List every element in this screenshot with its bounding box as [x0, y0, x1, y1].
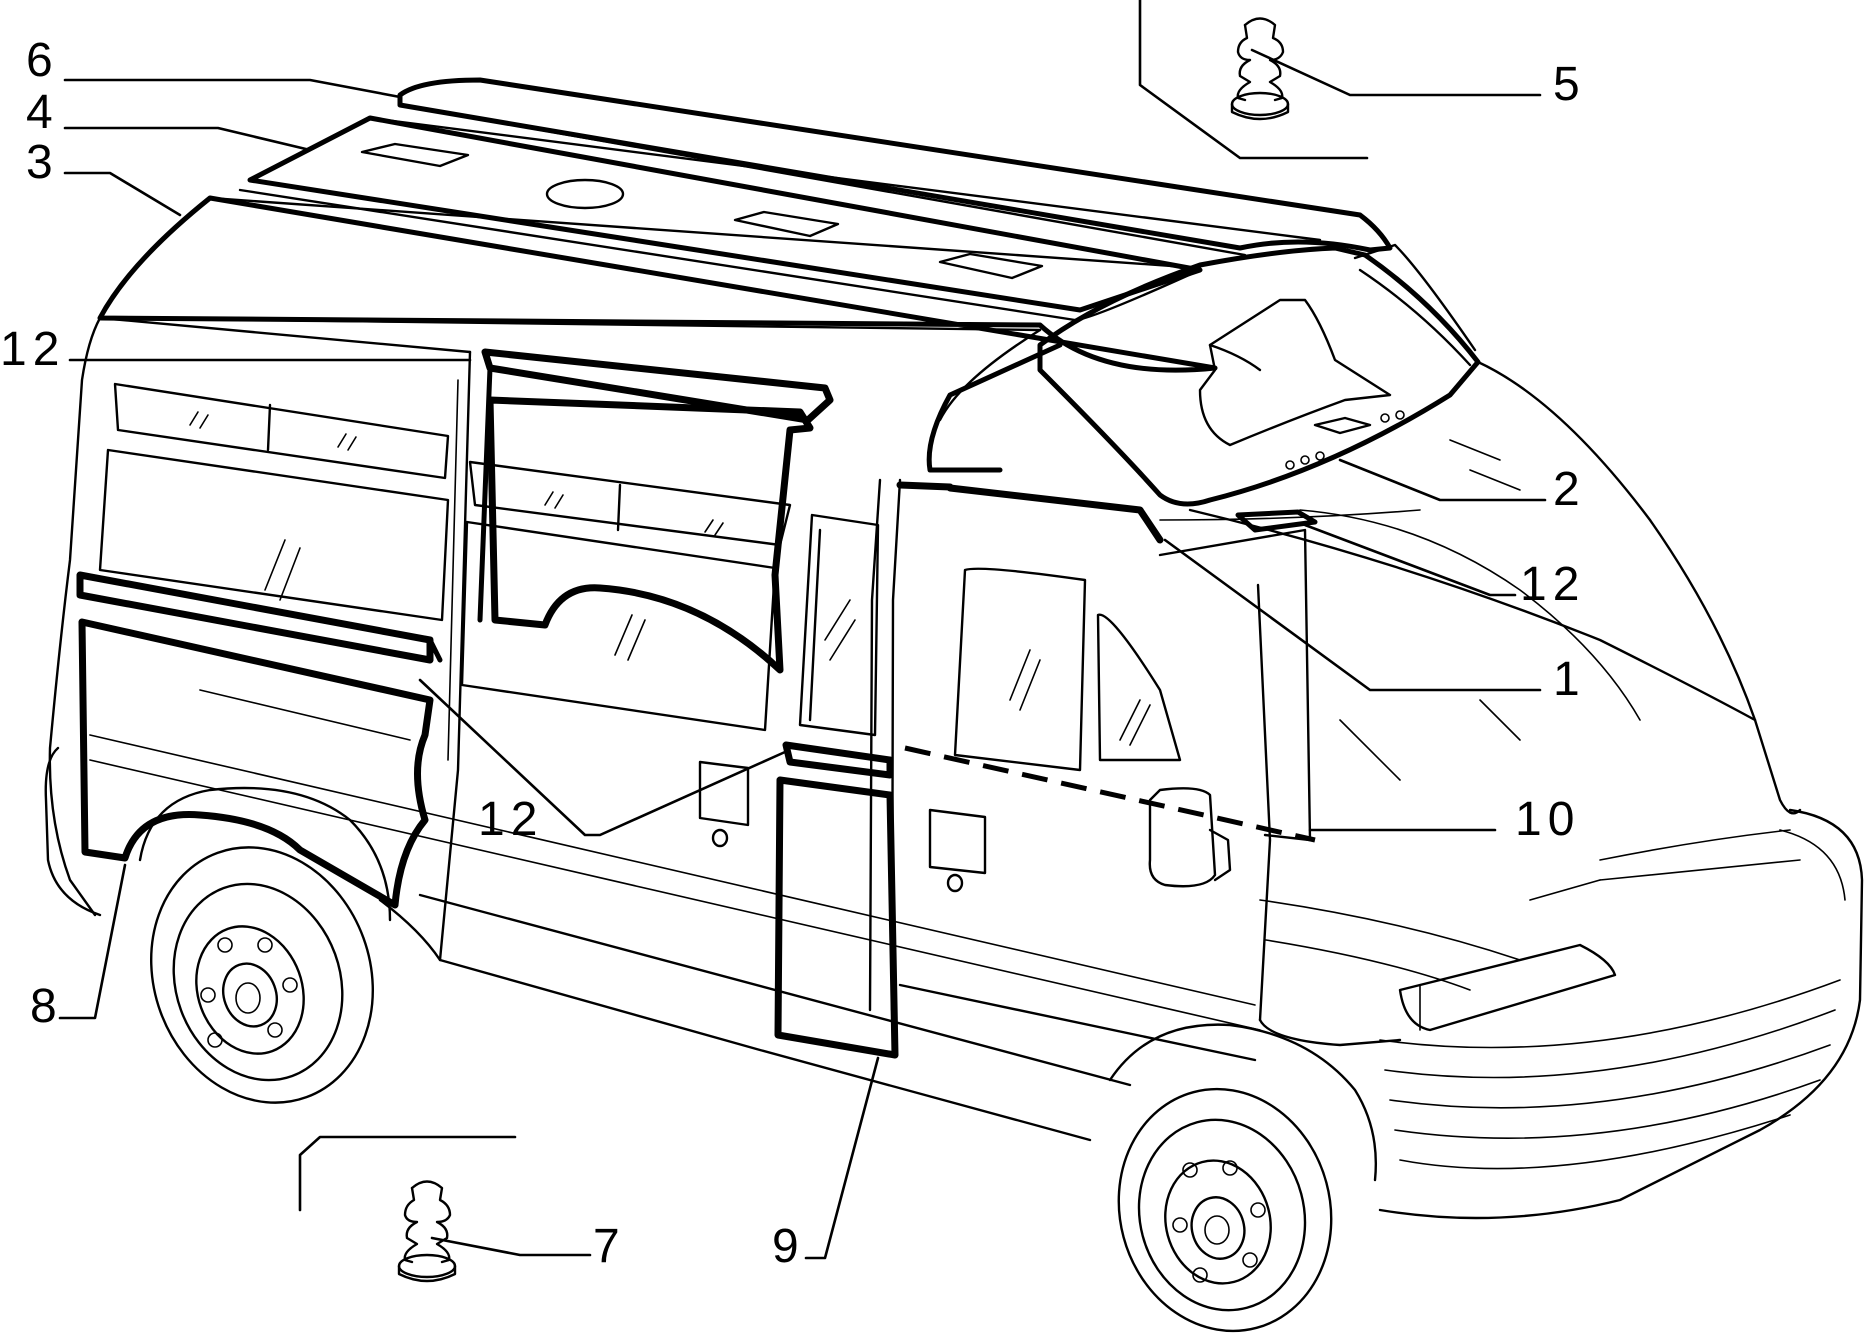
callout-6: 6	[26, 34, 59, 87]
callout-labels: 6 4 3 12 5 2 12 1 10 12 8 9 7	[0, 34, 1586, 1273]
roof-panels	[97, 77, 1481, 507]
callout-9: 9	[772, 1220, 805, 1273]
leader-12-right	[1303, 523, 1517, 597]
front-wheel	[1108, 1023, 1377, 1333]
leader-5	[1250, 48, 1542, 97]
callout-7: 7	[593, 1220, 626, 1273]
callout-10: 10	[1515, 793, 1580, 846]
leader-8	[58, 863, 127, 1020]
windows	[98, 382, 1521, 842]
callout-3: 3	[26, 136, 59, 189]
callout-12-right: 12	[1520, 558, 1585, 611]
callout-4: 4	[26, 86, 59, 139]
leader-12-bottom	[418, 678, 787, 837]
leader-9	[804, 1056, 880, 1260]
group-brackets	[298, 0, 1369, 1212]
leader-7	[430, 1236, 592, 1257]
callout-8: 8	[30, 980, 63, 1033]
leader-3	[63, 171, 182, 217]
fastener-5	[1230, 17, 1290, 121]
leader-4	[63, 126, 312, 152]
callout-1: 1	[1553, 653, 1586, 706]
handles-mirror	[698, 760, 1232, 893]
rear-wheel	[138, 786, 392, 1104]
leader-6	[63, 78, 402, 99]
callout-5: 5	[1553, 58, 1586, 111]
leader-1	[1163, 538, 1542, 692]
leader-lines	[58, 48, 1547, 1260]
callout-12-bottom: 12	[478, 793, 543, 846]
leader-2	[1338, 458, 1547, 502]
van-body-outline	[44, 316, 1864, 1220]
callout-12-left: 12	[0, 323, 65, 376]
fastener-7	[397, 1180, 457, 1283]
callout-2: 2	[1553, 463, 1586, 516]
highlighted-parts	[76, 348, 1318, 1059]
